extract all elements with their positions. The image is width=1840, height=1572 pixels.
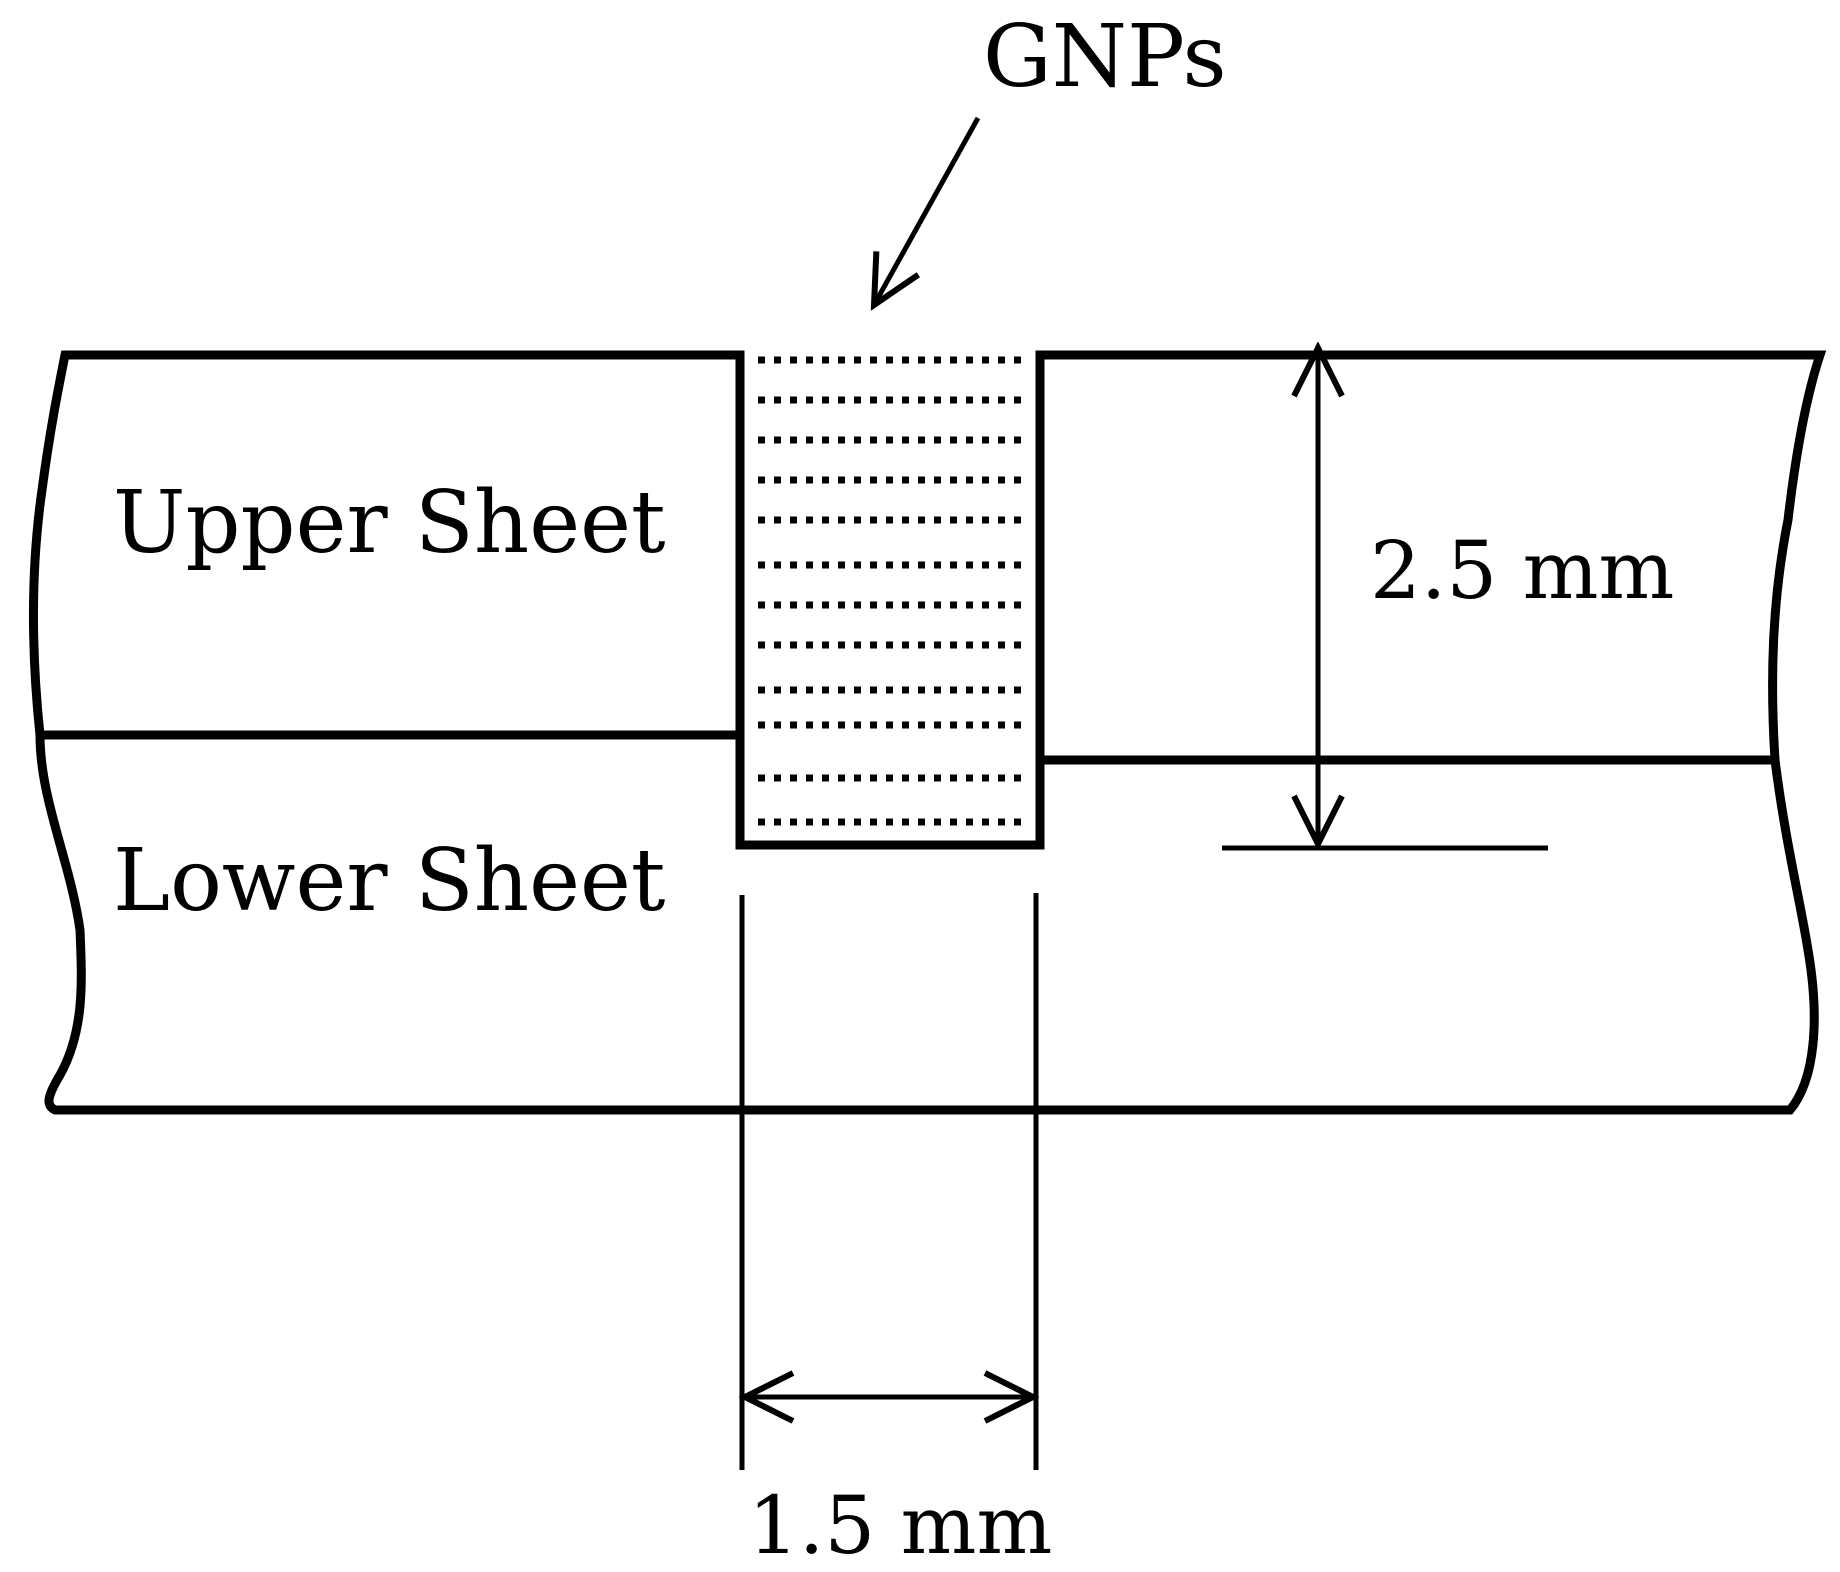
thickness-label: 2.5 mm <box>1370 524 1674 617</box>
upper-sheet-right-outline <box>1035 350 1827 765</box>
gnps-label: GNPs <box>983 7 1227 107</box>
gnps-region-outline <box>735 350 1045 850</box>
lower-sheet-outline <box>35 730 1819 1115</box>
width-label: 1.5 mm <box>748 1479 1052 1572</box>
upper-sheet-left-outline <box>28 350 745 740</box>
upper-sheet-label: Upper Sheet <box>113 473 666 573</box>
lower-sheet-label: Lower Sheet <box>113 831 666 931</box>
gnps-callout-arrow <box>874 116 981 305</box>
gnps-dots <box>758 356 1026 826</box>
